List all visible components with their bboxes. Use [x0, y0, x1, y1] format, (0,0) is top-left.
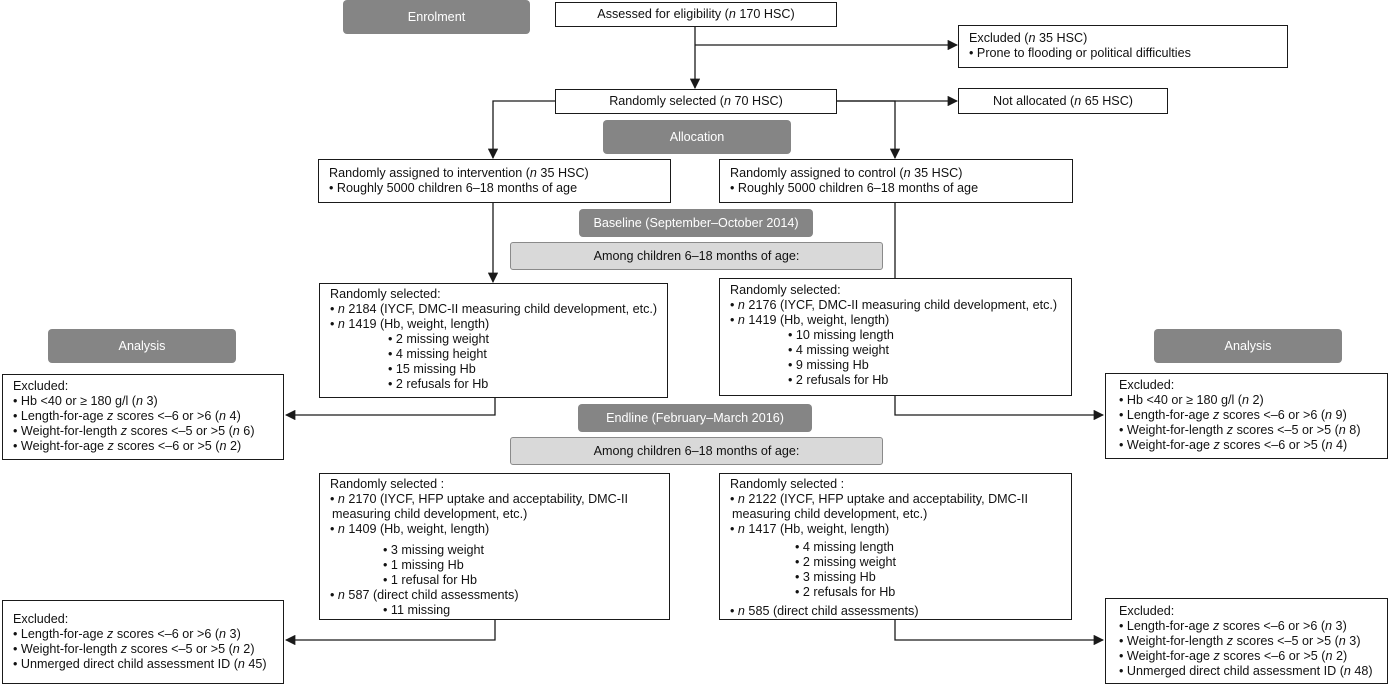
endline-right-box: Randomly selected : • n 2122 (IYCF, HFP …	[719, 473, 1072, 620]
arrow-baseline-right-to-excluded	[894, 396, 1105, 421]
excluded-baseline-right-box: Excluded: • Hb <40 or ≥ 180 g/l (n 2) • …	[1105, 373, 1388, 459]
endline-left-box: Randomly selected : • n 2170 (IYCF, HFP …	[319, 473, 670, 620]
stage-endline: Endline (February–March 2016)	[578, 404, 812, 432]
baseline-right-title: Randomly selected:	[730, 283, 841, 297]
excluded-endline-left-box: Excluded: • Length-for-age z scores <–6 …	[2, 600, 284, 684]
stage-enrolment: Enrolment	[343, 0, 530, 34]
not-allocated-box: Not allocated (n 65 HSC)	[958, 88, 1168, 114]
stage-allocation: Allocation	[603, 120, 791, 154]
arrow-to-intervention	[487, 100, 555, 160]
arrow-to-control	[836, 100, 901, 160]
baseline-left-title: Randomly selected:	[330, 287, 441, 301]
stage-baseline: Baseline (September–October 2014)	[579, 209, 813, 237]
endline-among-children: Among children 6–18 months of age:	[510, 437, 883, 465]
stage-analysis-right: Analysis	[1154, 329, 1342, 363]
arrow-endline-right-to-excluded	[894, 620, 1105, 646]
control-box: Randomly assigned to control (n 35 HSC) …	[719, 159, 1073, 203]
arrow-endline-left-to-excluded	[284, 620, 496, 646]
randomly-selected-box: Randomly selected (n 70 HSC)	[555, 89, 837, 114]
intervention-box: Randomly assigned to intervention (n 35 …	[318, 159, 671, 203]
excluded-baseline-left-box: Excluded: • Hb <40 or ≥ 180 g/l (n 3) • …	[2, 374, 284, 460]
baseline-right-box: Randomly selected: • n 2176 (IYCF, DMC-I…	[719, 278, 1072, 396]
excluded-endline-right-box: Excluded: • Length-for-age z scores <–6 …	[1105, 598, 1388, 684]
stage-analysis-left: Analysis	[48, 329, 236, 363]
excluded-top-box: Excluded (n 35 HSC) • Prone to flooding …	[958, 25, 1288, 68]
assessed-eligibility-box: Assessed for eligibility (n 170 HSC)	[555, 2, 837, 27]
baseline-left-box: Randomly selected: • n 2184 (IYCF, DMC-I…	[319, 283, 668, 398]
arrow-baseline-left-to-excluded	[284, 398, 496, 421]
baseline-among-children: Among children 6–18 months of age:	[510, 242, 883, 270]
